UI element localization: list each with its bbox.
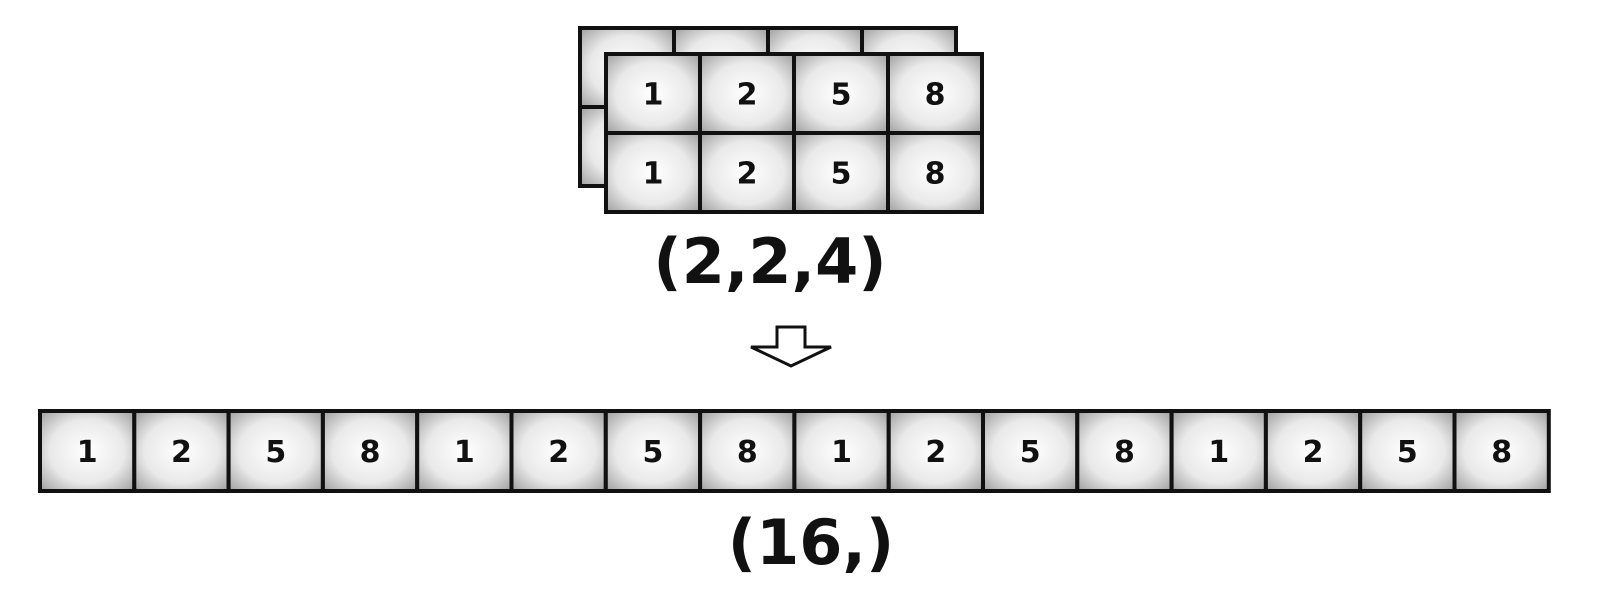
tensor-1d-cell-value: 1	[454, 435, 475, 470]
tensor-3d-cell-value: 1	[643, 78, 664, 113]
tensor-1d-cell: 5	[981, 409, 1080, 493]
tensor-1d-row: 1 2 5 8 1 2 5 8 1 2 5 8 1 2 5 8	[38, 409, 1551, 493]
tensor-3d-cell-value: 1	[643, 157, 664, 192]
tensor-1d-cell: 8	[320, 409, 420, 493]
tensor-1d-cell: 2	[1263, 409, 1363, 493]
tensor-3d-front-layer: 1 2 5 8 1 2 5 8	[604, 52, 984, 214]
tensor-1d-cell: 5	[603, 409, 703, 493]
tensor-1d-cell-value: 2	[548, 435, 569, 470]
tensor-3d-cell-value: 2	[737, 78, 758, 113]
tensor-1d-cell-value: 1	[1208, 435, 1229, 470]
tensor-1d-cell: 8	[698, 409, 797, 493]
tensor-1d-cell: 5	[226, 409, 325, 493]
tensor-3d-cell: 8	[886, 52, 984, 135]
tensor-3d-shape-label: (2,2,4)	[653, 225, 886, 298]
tensor-1d-cell-value: 8	[737, 435, 758, 470]
tensor-1d-cell: 8	[1075, 409, 1174, 493]
tensor-1d-cell: 8	[1452, 409, 1551, 493]
tensor-1d-cell-value: 2	[171, 435, 192, 470]
tensor-3d-cell-value: 8	[925, 78, 946, 113]
down-arrow-icon	[750, 325, 832, 368]
tensor-1d-cell: 2	[886, 409, 986, 493]
tensor-3d-cell: 1	[604, 131, 702, 214]
tensor-1d-cell: 1	[38, 409, 137, 493]
tensor-1d-cell-value: 1	[77, 435, 98, 470]
tensor-3d-cell-value: 5	[831, 157, 852, 192]
tensor-1d-cell-value: 2	[925, 435, 946, 470]
tensor-1d-cell: 1	[792, 409, 891, 493]
tensor-3d-cell-value: 5	[831, 78, 852, 113]
tensor-3d-cell: 5	[792, 52, 890, 135]
tensor-1d-cell-value: 5	[1397, 435, 1418, 470]
tensor-1d-cell-value: 8	[1491, 435, 1512, 470]
tensor-1d-cell: 1	[1169, 409, 1268, 493]
tensor-1d-cell-value: 2	[1303, 435, 1324, 470]
tensor-1d-cell-value: 8	[360, 435, 381, 470]
tensor-1d-cell: 2	[132, 409, 231, 493]
tensor-3d-cell: 8	[886, 131, 984, 214]
tensor-3d-cell: 2	[698, 131, 796, 214]
tensor-1d-cell-value: 5	[643, 435, 664, 470]
tensor-1d-cell-value: 5	[1020, 435, 1041, 470]
tensor-1d-cell-value: 1	[831, 435, 852, 470]
tensor-1d-cell: 1	[415, 409, 514, 493]
tensor-3d-cell: 5	[792, 131, 890, 214]
tensor-1d-cell: 5	[1358, 409, 1457, 493]
tensor-3d-cell: 2	[698, 52, 796, 135]
tensor-1d-cell: 2	[509, 409, 608, 493]
tensor-1d-cell-value: 8	[1114, 435, 1135, 470]
tensor-3d-cell: 1	[604, 52, 702, 135]
tensor-1d-shape-label: (16,)	[728, 506, 895, 579]
tensor-1d-cell-value: 5	[265, 435, 286, 470]
tensor-3d-cell-value: 8	[925, 157, 946, 192]
tensor-3d-cell-value: 2	[737, 157, 758, 192]
